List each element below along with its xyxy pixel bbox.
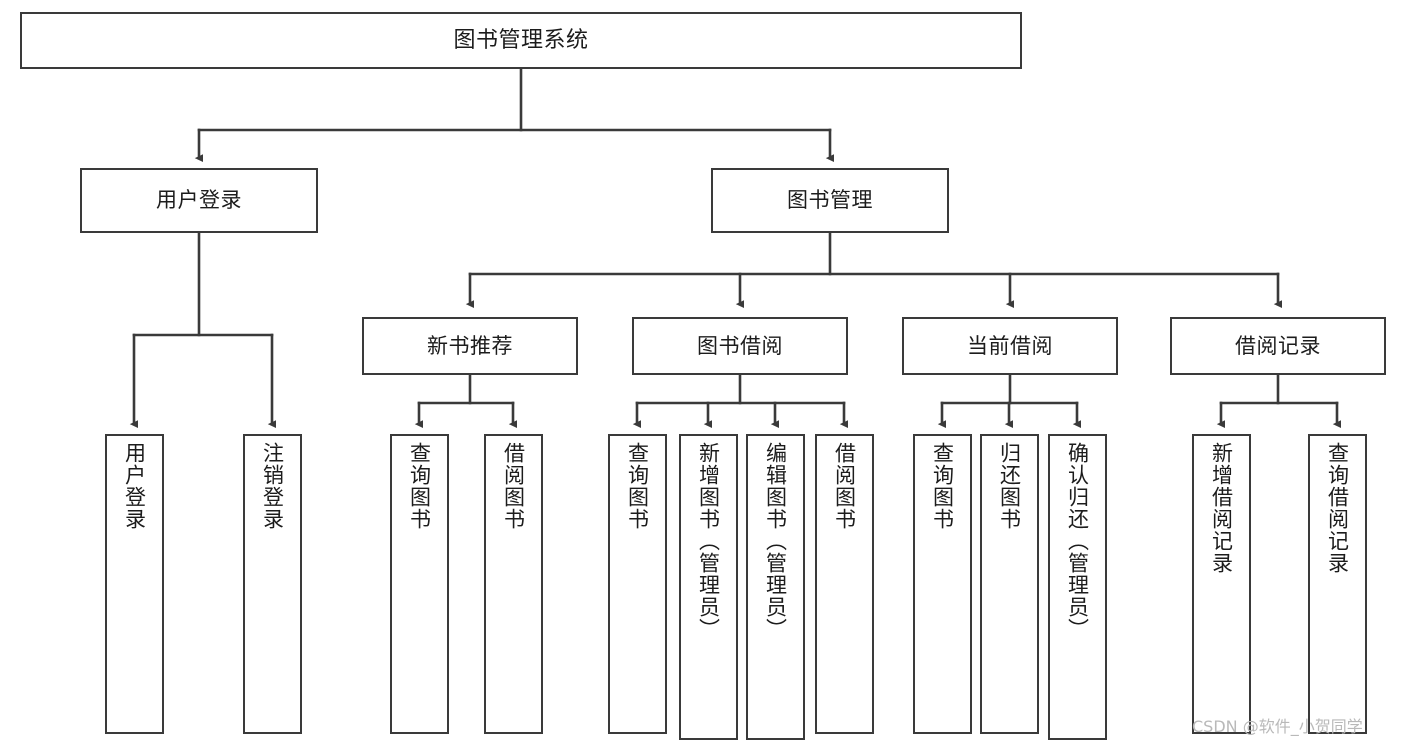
node-leaf-query-book-borrowing[interactable]: 查询图书 (608, 434, 667, 734)
node-leaf-add-book-admin[interactable]: 新增图书（管理员） (679, 434, 738, 740)
node-label: 编辑图书（管理员） (763, 442, 788, 640)
node-label: 借阅图书 (832, 442, 857, 530)
csdn-watermark: CSDN @软件_小贺同学 (1192, 717, 1363, 736)
node-leaf-query-book-current[interactable]: 查询图书 (913, 434, 972, 734)
node-label: 用户登录 (122, 442, 147, 530)
node-leaf-query-borrowing-record[interactable]: 查询借阅记录 (1308, 434, 1367, 734)
node-label: 归还图书 (997, 442, 1022, 530)
node-label: 确认归还（管理员） (1065, 442, 1090, 640)
node-leaf-borrow-book-borrowing[interactable]: 借阅图书 (815, 434, 874, 734)
node-label: 借阅记录 (1235, 333, 1321, 358)
node-label: 新书推荐 (427, 333, 513, 358)
node-label: 查询借阅记录 (1325, 442, 1350, 574)
node-leaf-add-borrowing-record[interactable]: 新增借阅记录 (1192, 434, 1251, 734)
node-user-login[interactable]: 用户登录 (80, 168, 318, 233)
node-label: 查询图书 (407, 442, 432, 530)
node-label: 查询图书 (930, 442, 955, 530)
node-leaf-borrow-book-recommendation[interactable]: 借阅图书 (484, 434, 543, 734)
node-label: 查询图书 (625, 442, 650, 530)
node-label: 注销登录 (260, 442, 285, 530)
node-leaf-return-book[interactable]: 归还图书 (980, 434, 1039, 734)
node-label: 图书管理 (787, 188, 873, 213)
node-leaf-edit-book-admin[interactable]: 编辑图书（管理员） (746, 434, 805, 740)
node-label: 新增图书（管理员） (696, 442, 721, 640)
node-leaf-user-login[interactable]: 用户登录 (105, 434, 164, 734)
node-leaf-confirm-return-admin[interactable]: 确认归还（管理员） (1048, 434, 1107, 740)
node-root-book-management-system[interactable]: 图书管理系统 (20, 12, 1022, 69)
node-borrowing-records[interactable]: 借阅记录 (1170, 317, 1386, 375)
node-new-book-recommendation[interactable]: 新书推荐 (362, 317, 578, 375)
node-label: 新增借阅记录 (1209, 442, 1234, 574)
node-label: 图书管理系统 (453, 27, 589, 53)
node-leaf-logout[interactable]: 注销登录 (243, 434, 302, 734)
node-current-borrowing[interactable]: 当前借阅 (902, 317, 1118, 375)
node-leaf-query-book-recommendation[interactable]: 查询图书 (390, 434, 449, 734)
node-book-borrowing[interactable]: 图书借阅 (632, 317, 848, 375)
node-label: 当前借阅 (967, 333, 1053, 358)
node-book-management[interactable]: 图书管理 (711, 168, 949, 233)
node-label: 图书借阅 (697, 333, 783, 358)
node-label: 用户登录 (156, 188, 242, 213)
node-label: 借阅图书 (501, 442, 526, 530)
